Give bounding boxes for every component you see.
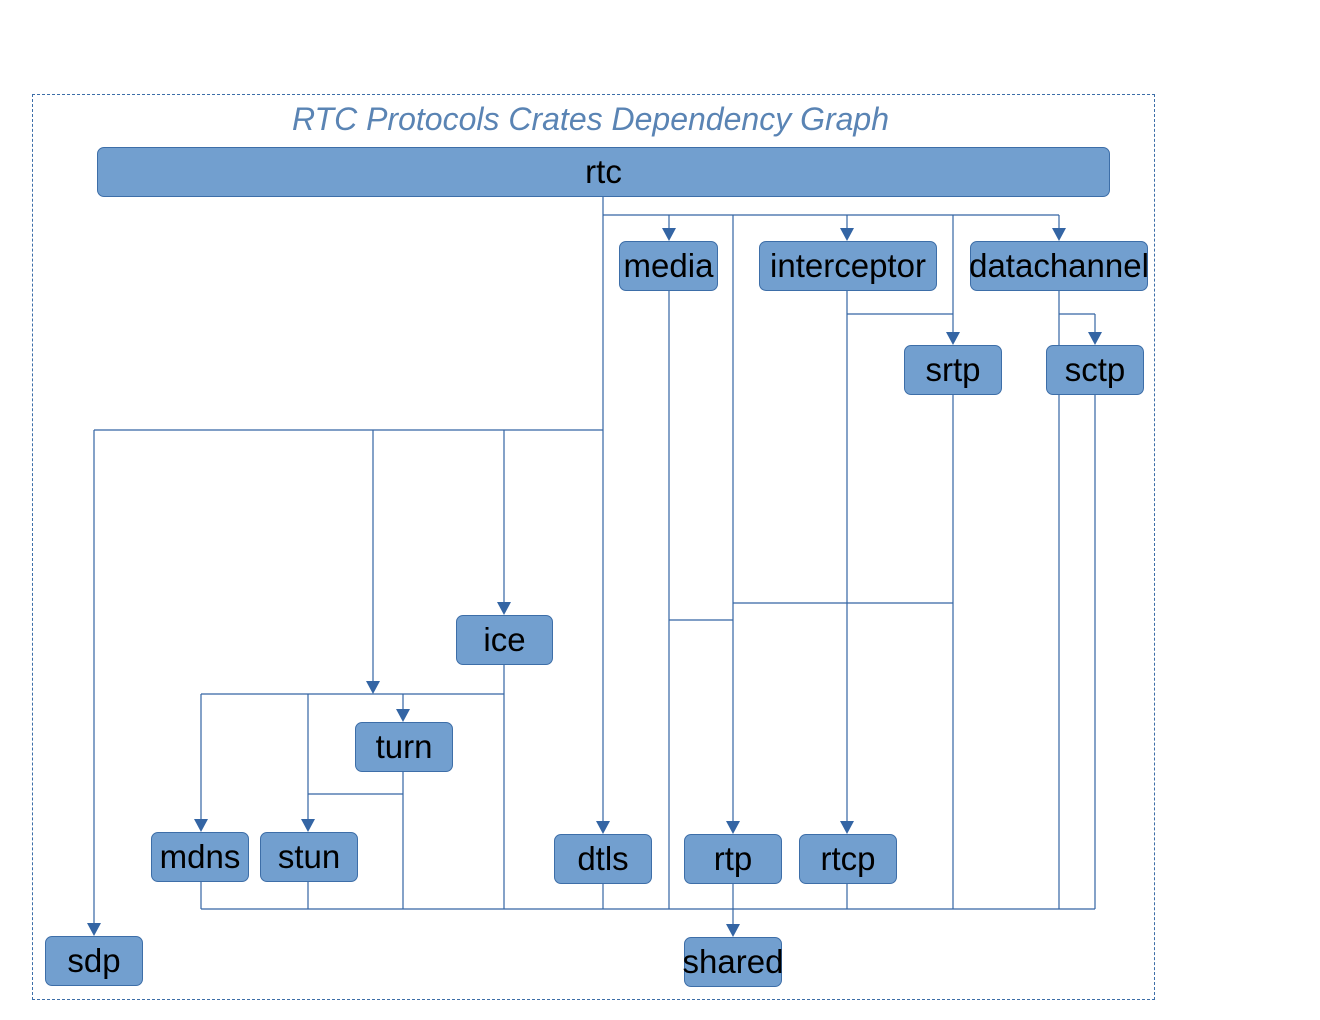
node-datachannel: datachannel xyxy=(969,241,1149,291)
arrowhead xyxy=(662,228,676,241)
node-turn: turn xyxy=(355,722,453,772)
node-shared: shared xyxy=(683,937,783,987)
diagram-title: RTC Protocols Crates Dependency Graph xyxy=(292,101,890,137)
node-media: media xyxy=(619,241,718,291)
arrowhead xyxy=(497,602,511,615)
arrowhead xyxy=(1088,332,1102,345)
arrowhead xyxy=(366,681,380,694)
arrowhead xyxy=(596,821,610,834)
node-sctp: sctp xyxy=(1046,345,1144,395)
node-dtls: dtls xyxy=(554,834,652,884)
arrowhead xyxy=(1052,228,1066,241)
node-sdp: sdp xyxy=(45,936,143,986)
arrowhead xyxy=(726,924,740,937)
node-rtcp: rtcp xyxy=(799,834,897,884)
node-rtc: rtc xyxy=(97,147,1110,197)
arrowhead xyxy=(396,709,410,722)
arrowhead xyxy=(946,332,960,345)
node-interceptor: interceptor xyxy=(759,241,937,291)
arrowhead xyxy=(840,228,854,241)
arrowhead xyxy=(301,819,315,832)
node-srtp: srtp xyxy=(904,345,1002,395)
arrowhead xyxy=(194,819,208,832)
arrowhead xyxy=(840,821,854,834)
node-rtp: rtp xyxy=(684,834,782,884)
diagram-frame xyxy=(32,94,1155,1000)
node-stun: stun xyxy=(260,832,358,882)
arrowhead xyxy=(726,821,740,834)
node-ice: ice xyxy=(456,615,553,665)
node-mdns: mdns xyxy=(151,832,249,882)
arrowhead xyxy=(87,923,101,936)
